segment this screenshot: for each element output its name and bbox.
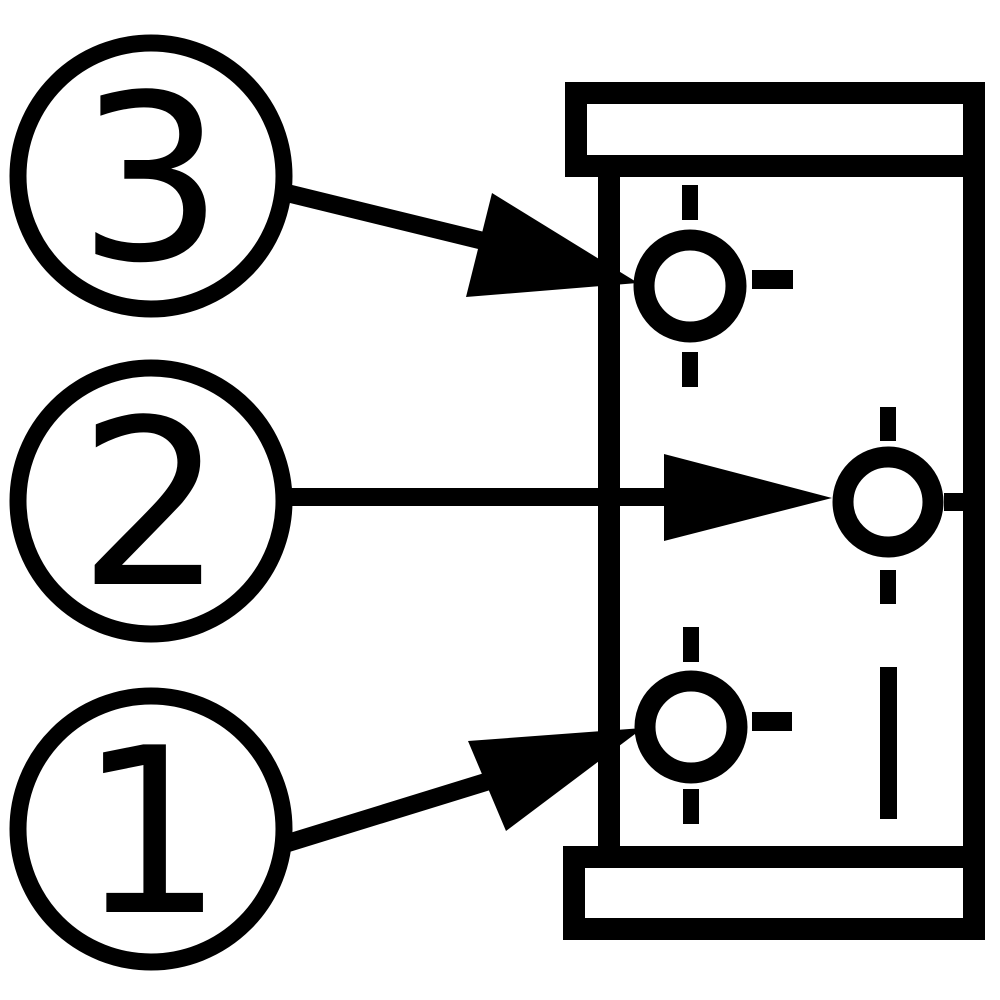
terminal-pad-3 [633,185,793,387]
terminal-1-tick-bottom [683,789,699,824]
callout-3-arrowhead-icon [466,193,638,297]
callout-3: 3 [9,34,638,318]
terminal-3-pad [633,229,747,343]
terminal-2-tick-right [944,493,966,511]
callout-2-label: 2 [78,372,224,639]
terminal-1-tick-right [752,712,792,731]
terminal-pad-1 [634,627,792,824]
terminal-2-tick-top [880,407,896,441]
callout-2-arrowhead-icon [664,454,832,541]
terminal-pad-2 [832,407,966,604]
wiper-indicator-bar [880,667,897,819]
top-flange-inner [587,104,963,155]
callout-2: 2 [9,359,832,643]
bottom-flange-inner [585,868,963,918]
callout-3-label: 3 [78,47,224,314]
terminal-2-pad [832,446,944,558]
callout-1-circle [9,687,293,971]
terminal-3-tick-right [752,270,793,289]
terminal-3-tick-bottom [682,352,698,387]
callout-1-label: 1 [78,700,224,967]
terminal-1-pad [634,670,748,784]
terminal-1-tick-top [683,627,699,662]
callout-1-leader-line [285,764,518,852]
terminal-3-tick-top [682,185,698,220]
callout-1-arrowhead-icon [468,728,643,831]
callout-1: 1 [9,687,643,971]
terminal-2-tick-bottom [880,570,896,604]
callout-3-circle [9,34,293,318]
callout-2-circle [9,359,293,643]
callout-3-leader-line [284,184,515,257]
